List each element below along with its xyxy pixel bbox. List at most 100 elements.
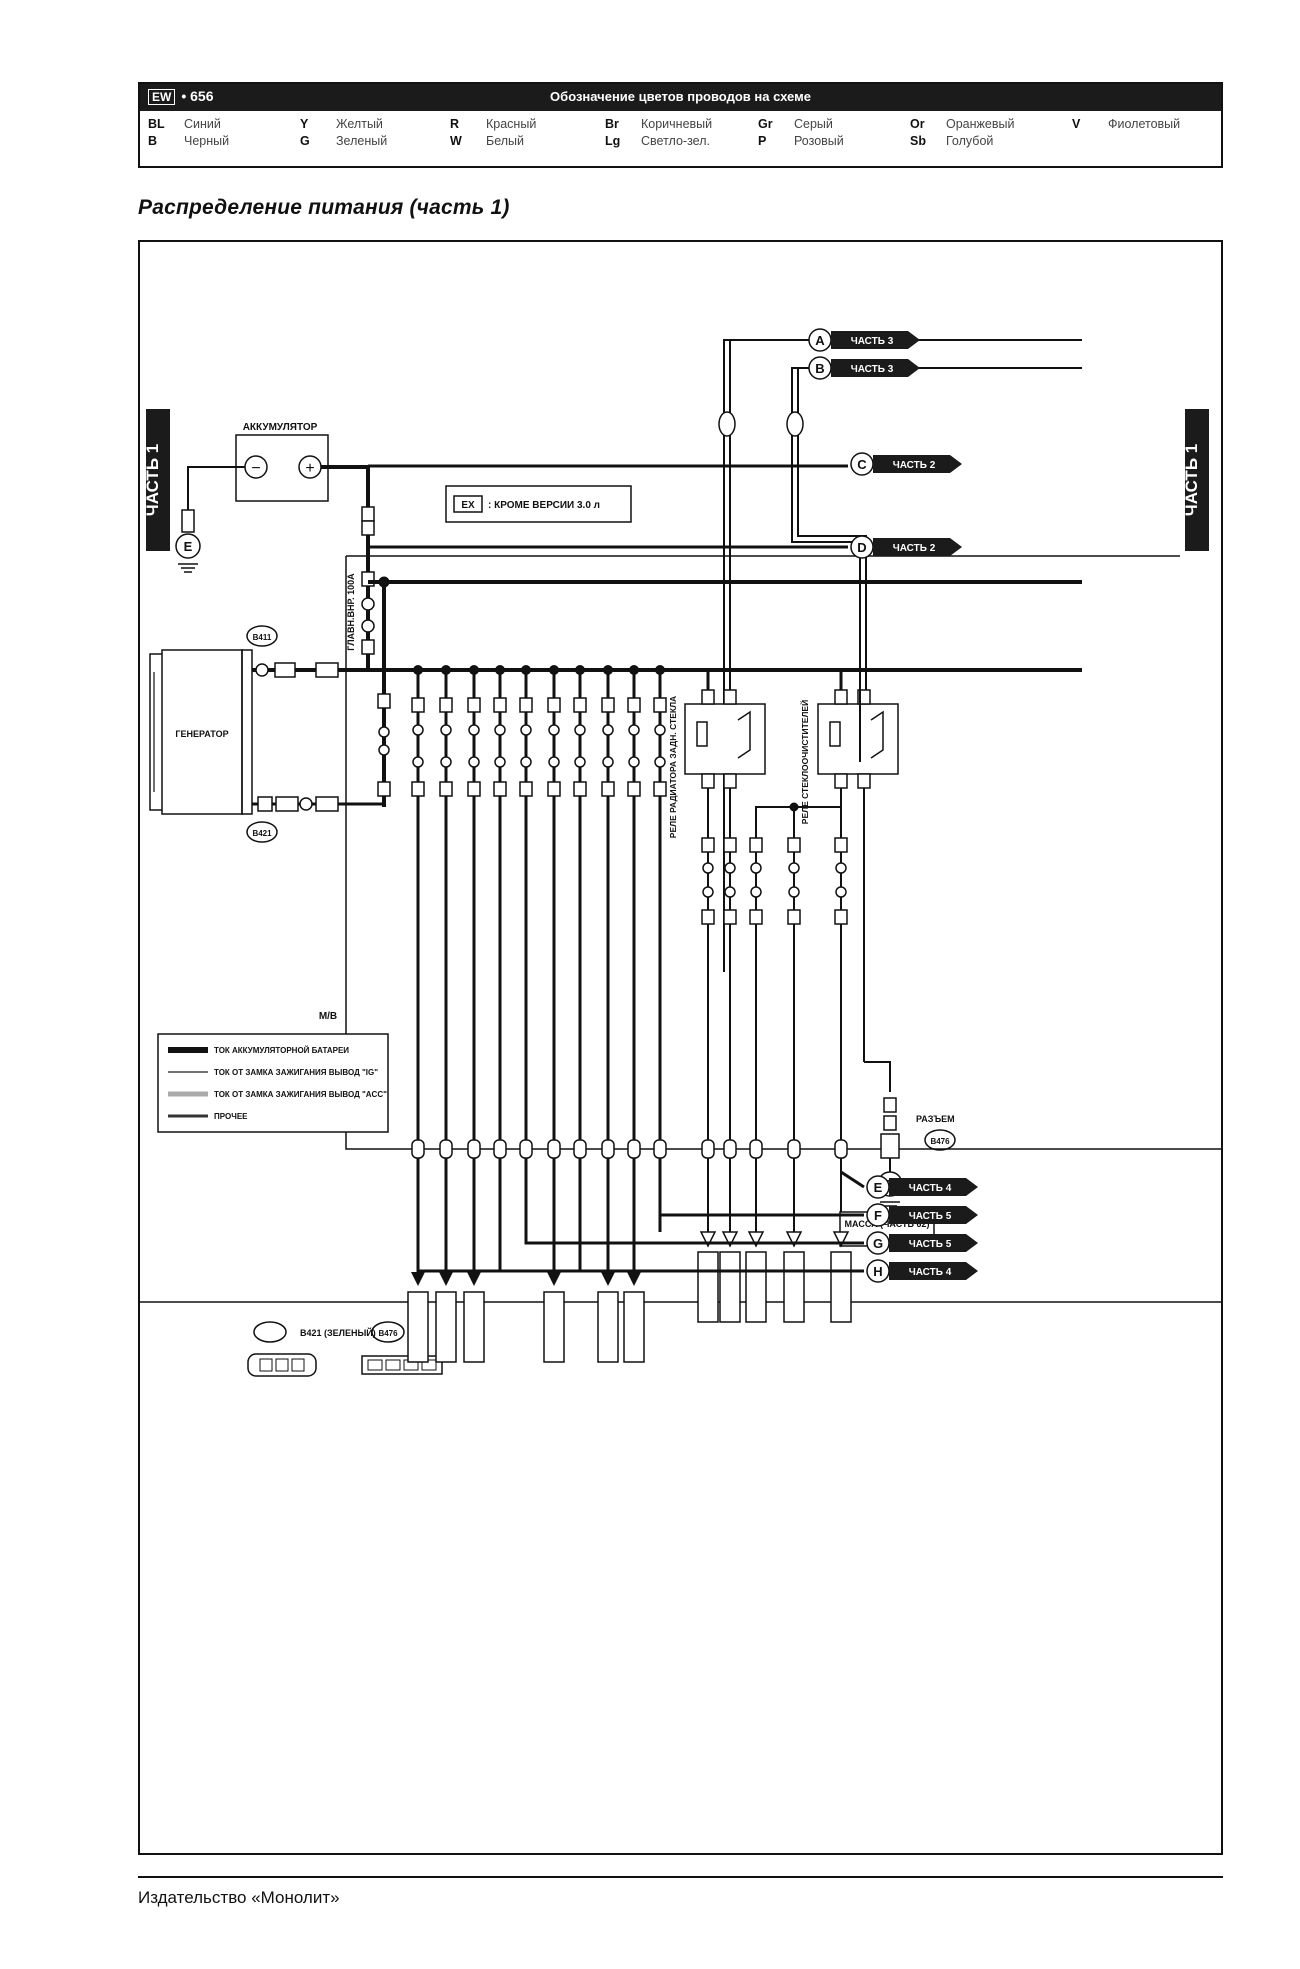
battery-minus: − (251, 460, 260, 477)
color-name: Светло-зел. (641, 134, 710, 148)
color-name: Серый (794, 117, 833, 131)
reference-letter: C (857, 457, 867, 472)
color-code: P (758, 134, 767, 148)
connector-view-b421-tag (253, 1321, 287, 1343)
note-text: : КРОМЕ ВЕРСИИ 3.0 л (488, 500, 600, 511)
connector-view-1-label: B421 (ЗЕЛЕНЫЙ) (300, 1327, 376, 1338)
color-name: Желтый (336, 117, 383, 131)
connector-pin (439, 1139, 453, 1159)
page-reference: EW• 656 (148, 88, 214, 105)
header-bar: EW• 656 Обозначение цветов проводов на с… (140, 84, 1221, 111)
connector-pin (787, 1139, 801, 1159)
fuse-pin-top (723, 837, 737, 853)
ground-box-label: МАССА (ЧАСТЬ 62) (845, 1219, 930, 1229)
fuse-pin-top (834, 837, 848, 853)
fuse-pin-bottom (653, 781, 667, 797)
color-code: B (148, 134, 158, 148)
fuse-contact (574, 724, 586, 736)
color-name: Оранжевый (946, 117, 1015, 131)
fuse-pin-bottom (493, 781, 507, 797)
reference-letter: B (815, 361, 824, 376)
connector-b411 (246, 625, 278, 647)
fuse-contact (602, 724, 614, 736)
reference-feed-wire (416, 1172, 864, 1273)
load-box (783, 1251, 805, 1323)
fuse-contact (788, 886, 800, 898)
page-ref-box: EW (148, 89, 176, 105)
fuse-contact (548, 756, 560, 768)
reference-tag (873, 455, 962, 473)
connector-b476-label: B476 (930, 1137, 950, 1146)
color-code: G (300, 134, 310, 148)
load-box (463, 1291, 485, 1363)
fuse-pin-top (601, 697, 615, 713)
color-code-item: Or Оранжевый (910, 117, 1014, 131)
ground-symbol-battery (175, 533, 201, 559)
color-code-item: V Фиолетовый (1072, 117, 1180, 131)
legend-text-1: ТОК ОТ ЗАМКА ЗАЖИГАНИЯ ВЫВОД "IG" (214, 1068, 378, 1077)
fuse-pin-bottom (787, 909, 801, 925)
color-name: Голубой (946, 134, 994, 148)
connector-b421 (246, 821, 278, 843)
battery-label: АККУМУЛЯТОР (243, 422, 318, 433)
reference-target: ЧАСТЬ 4 (909, 1267, 952, 1278)
load-box (697, 1251, 719, 1323)
reference-tag (831, 359, 920, 377)
main-fuse-label: ГЛАВН.ВНР. 100А (346, 573, 356, 651)
connector-view-2-label: B476 (378, 1329, 398, 1338)
reference-tag (831, 331, 920, 349)
connector-pin (519, 1139, 533, 1159)
load-box (623, 1291, 645, 1363)
reference-target: ЧАСТЬ 2 (893, 543, 936, 554)
fuse-pin-top (627, 697, 641, 713)
reference-feed-wire (840, 1170, 865, 1189)
fuse-pin-bottom (723, 909, 737, 925)
fuse-pin-top (467, 697, 481, 713)
fuse-contact (468, 724, 480, 736)
color-code: Or (910, 117, 925, 131)
load-box (543, 1291, 565, 1363)
color-name: Фиолетовый (1108, 117, 1181, 131)
fuse-pin-bottom (411, 781, 425, 797)
relay-wipers (817, 703, 899, 775)
connector-top-label: РАЗЪЕМ (916, 1114, 955, 1124)
wiring-diagram-frame: ЧАСТЬ 1 ЧАСТЬ 1 АККУМУЛЯТОР − + E EX : К… (138, 240, 1223, 1855)
connector-pin (411, 1139, 425, 1159)
connector-view-b421 (247, 1353, 317, 1377)
load-arrow (699, 1231, 717, 1248)
connector-pin (493, 1139, 507, 1159)
connector-pin (467, 1139, 481, 1159)
color-name: Синий (184, 117, 221, 131)
footer-rule (138, 1876, 1223, 1878)
load-arrow (785, 1231, 803, 1248)
note-tag: EX (461, 500, 475, 511)
fuse-pin-top (653, 697, 667, 713)
fuse-contact (548, 724, 560, 736)
fuse-pin-top (411, 697, 425, 713)
reference-letter: A (815, 333, 825, 348)
color-code: V (1072, 117, 1081, 131)
reference-tag (889, 1262, 978, 1280)
generator-label: ГЕНЕРАТОР (175, 729, 228, 739)
fuse-contact (702, 862, 714, 874)
fuse-pin-top (573, 697, 587, 713)
fuse-contact (412, 724, 424, 736)
fuse-contact (494, 724, 506, 736)
fuse-pin-bottom (467, 781, 481, 797)
side-label-left: ЧАСТЬ 1 (143, 444, 162, 516)
load-arrow (747, 1231, 765, 1248)
fuse-pin-top (439, 697, 453, 713)
connector-pin (701, 1139, 715, 1159)
reference-target: ЧАСТЬ 2 (893, 460, 936, 471)
relay1-label: РЕЛЕ РАДИАТОРА ЗАДН. СТЕКЛА (668, 696, 678, 838)
fuse-pin-bottom (439, 781, 453, 797)
connector-b411-label: B411 (253, 633, 272, 642)
load-box (719, 1251, 741, 1323)
connector-view-b476 (361, 1355, 443, 1375)
legend-text-3: ПРОЧЕЕ (214, 1112, 248, 1121)
